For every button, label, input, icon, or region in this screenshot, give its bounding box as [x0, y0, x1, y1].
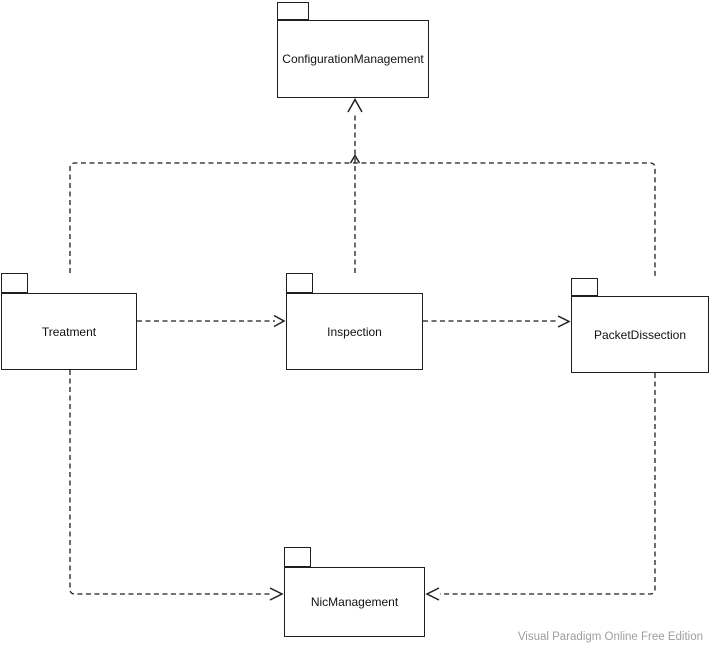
dependency-inspection-to-packetdissection[interactable]: [423, 315, 571, 328]
package-tab: [286, 273, 313, 293]
package-label: Inspection: [327, 324, 382, 339]
package-label: PacketDissection: [593, 327, 687, 342]
arrowhead-icon: [347, 97, 363, 113]
package-tab: [571, 278, 598, 296]
arrowhead-icon: [273, 314, 286, 328]
dependency-bus-to-configurationmanagement[interactable]: [69, 162, 656, 278]
package-label: NicManagement: [310, 595, 399, 609]
arrowhead-icon: [425, 587, 440, 601]
watermark-text: Visual Paradigm Online Free Edition: [517, 631, 703, 643]
dependency-packetdissection-to-nicmanagement[interactable]: [425, 373, 656, 601]
package-label: Treatment: [41, 324, 97, 339]
package-tab: [277, 2, 309, 20]
package-tab: [284, 547, 311, 567]
dependency-treatment-to-nicmanagement[interactable]: [69, 370, 284, 601]
dependency-into-configurationmanagement[interactable]: [347, 97, 363, 164]
arrowhead-icon: [557, 315, 571, 328]
dependency-inspection-to-configurationmanagement[interactable]: [349, 154, 361, 274]
package-tab: [1, 273, 28, 293]
package-body: ConfigurationManagement: [277, 20, 429, 98]
package-body: NicManagement: [284, 567, 425, 637]
package-body: Inspection: [286, 293, 423, 370]
dependency-treatment-to-inspection[interactable]: [137, 314, 286, 328]
junction-arrowhead-icon: [349, 154, 361, 164]
arrowhead-icon: [269, 587, 284, 601]
package-body: Treatment: [1, 293, 137, 370]
package-label: ConfigurationManagement: [282, 52, 424, 66]
package-body: PacketDissection: [571, 296, 709, 373]
